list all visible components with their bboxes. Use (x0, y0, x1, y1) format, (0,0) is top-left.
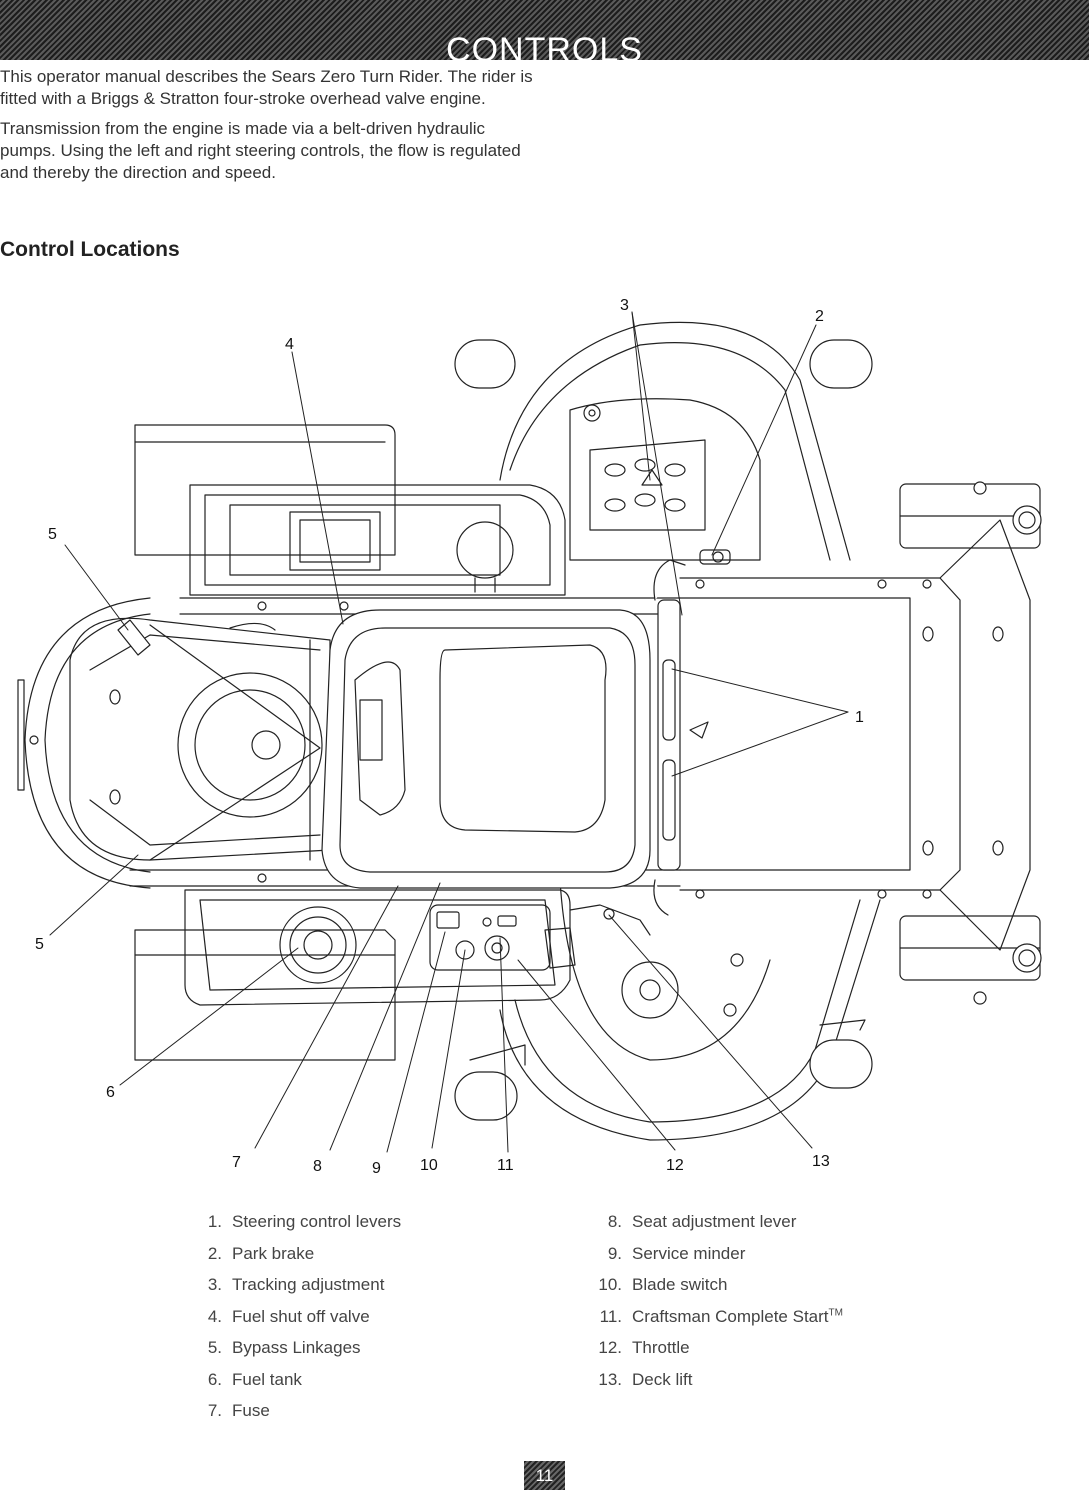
front-caster-wheels (454, 339, 1042, 1121)
callout-7: 7 (232, 1154, 241, 1171)
callout-3: 3 (620, 297, 629, 314)
legend-item: 13. Deck lift (592, 1370, 843, 1402)
callout-13: 13 (812, 1153, 830, 1170)
callout-8: 8 (313, 1158, 322, 1175)
legend-item-label: Tracking adjustment (232, 1275, 385, 1294)
trademark-superscript: TM (828, 1306, 843, 1318)
legend-item-number: 4. (207, 1306, 222, 1326)
legend-item: 12. Throttle (592, 1338, 843, 1370)
legend-item-label: Blade switch (632, 1275, 728, 1294)
legend-item-number: 10. (598, 1275, 622, 1294)
legend-item: 9. Service minder (592, 1244, 843, 1276)
legend-item: 4. Fuel shut off valve (190, 1307, 401, 1339)
page-number: 11 (535, 1466, 554, 1485)
legend-item-number: 13. (598, 1369, 622, 1389)
legend-item-number: 1. (207, 1212, 222, 1231)
callout-4: 4 (285, 336, 294, 353)
legend-right-column: 8. Seat adjustment lever 9. Service minder… (592, 1212, 843, 1401)
page-title: CONTROLS (446, 30, 643, 69)
legend-item-number: 9. (607, 1243, 622, 1263)
callout-5-bottom: 5 (35, 936, 44, 953)
rear-bumper (17, 597, 151, 889)
legend-item-number: 2. (207, 1243, 222, 1263)
front-frame (679, 519, 1031, 951)
legend-item: 3. Tracking adjustment (190, 1275, 401, 1307)
legend-item-label: Service minder (632, 1243, 746, 1263)
callout-10: 10 (420, 1157, 438, 1174)
legend-item: 2. Park brake (190, 1244, 401, 1276)
legend-item-number: 3. (207, 1275, 222, 1294)
legend-item-label: Deck lift (632, 1369, 693, 1389)
page-number-box: 11 (524, 1461, 565, 1490)
legend-item-label: Fuel shut off valve (232, 1306, 370, 1326)
header-bar: CONTROLS (0, 0, 1089, 69)
legend-item-label: Steering control levers (232, 1212, 402, 1231)
legend-item-number: 12. (598, 1338, 622, 1357)
legend-item: 11. Craftsman Complete StartTM (592, 1307, 843, 1339)
legend-item-label: Throttle (632, 1338, 690, 1357)
intro-paragraph-1: This operator manual describes the Sears… (0, 67, 533, 108)
legend-item: 8. Seat adjustment lever (592, 1212, 843, 1244)
legend-item: 7. Fuse (190, 1401, 401, 1433)
mower-controls-diagram: 3 2 4 5 1 5 6 7 8 9 10 11 12 13 (17, 297, 1042, 1177)
legend-item-label: Bypass Linkages (232, 1338, 361, 1357)
intro-paragraph-2: Transmission from the engine is made via… (0, 119, 521, 182)
section-heading: Control Locations (0, 238, 180, 261)
steering-levers (653, 559, 686, 916)
intro-text: This operator manual describes the Sears… (0, 66, 540, 192)
callout-12: 12 (666, 1157, 684, 1174)
engine (69, 617, 331, 861)
callout-5-top: 5 (48, 526, 57, 543)
rear-wheels (134, 424, 396, 1061)
tracking-adjustment (569, 398, 761, 565)
seat (309, 609, 651, 889)
legend-item: 1. Steering control levers (190, 1212, 401, 1244)
legend-item: 10. Blade switch (592, 1275, 843, 1307)
legend-item-number: 5. (207, 1338, 222, 1357)
callout-11: 11 (497, 1157, 514, 1174)
legend-item-label: Fuel tank (232, 1369, 302, 1389)
legend-item-number: 6. (207, 1369, 222, 1389)
callout-leader-lines (49, 311, 849, 1153)
legend-item-label: Park brake (232, 1243, 315, 1263)
deck-lift (469, 904, 866, 1066)
legend-item-label: Fuse (232, 1401, 270, 1420)
lower-fuel-tank (184, 889, 571, 1006)
legend-item-number: 7. (207, 1401, 222, 1420)
legend-item: 6. Fuel tank (190, 1370, 401, 1402)
legend-item-number: 8. (607, 1212, 622, 1231)
legend-item-number: 11. (599, 1306, 622, 1326)
callout-numbers: 3 2 4 5 1 5 6 7 8 9 10 11 12 13 (35, 297, 864, 1177)
legend-item-label: Seat adjustment lever (632, 1212, 797, 1231)
callout-2: 2 (815, 308, 824, 325)
legend-left-column: 1. Steering control levers 2. Park brake 3… (190, 1212, 401, 1433)
legend-item: 5. Bypass Linkages (190, 1338, 401, 1370)
callout-1: 1 (855, 709, 864, 726)
mower-deck (499, 321, 881, 1141)
legend-item-label: Craftsman Complete Start (632, 1306, 829, 1326)
callout-9: 9 (372, 1160, 381, 1177)
upper-fuel-tank (189, 484, 566, 596)
callout-6: 6 (106, 1084, 115, 1101)
